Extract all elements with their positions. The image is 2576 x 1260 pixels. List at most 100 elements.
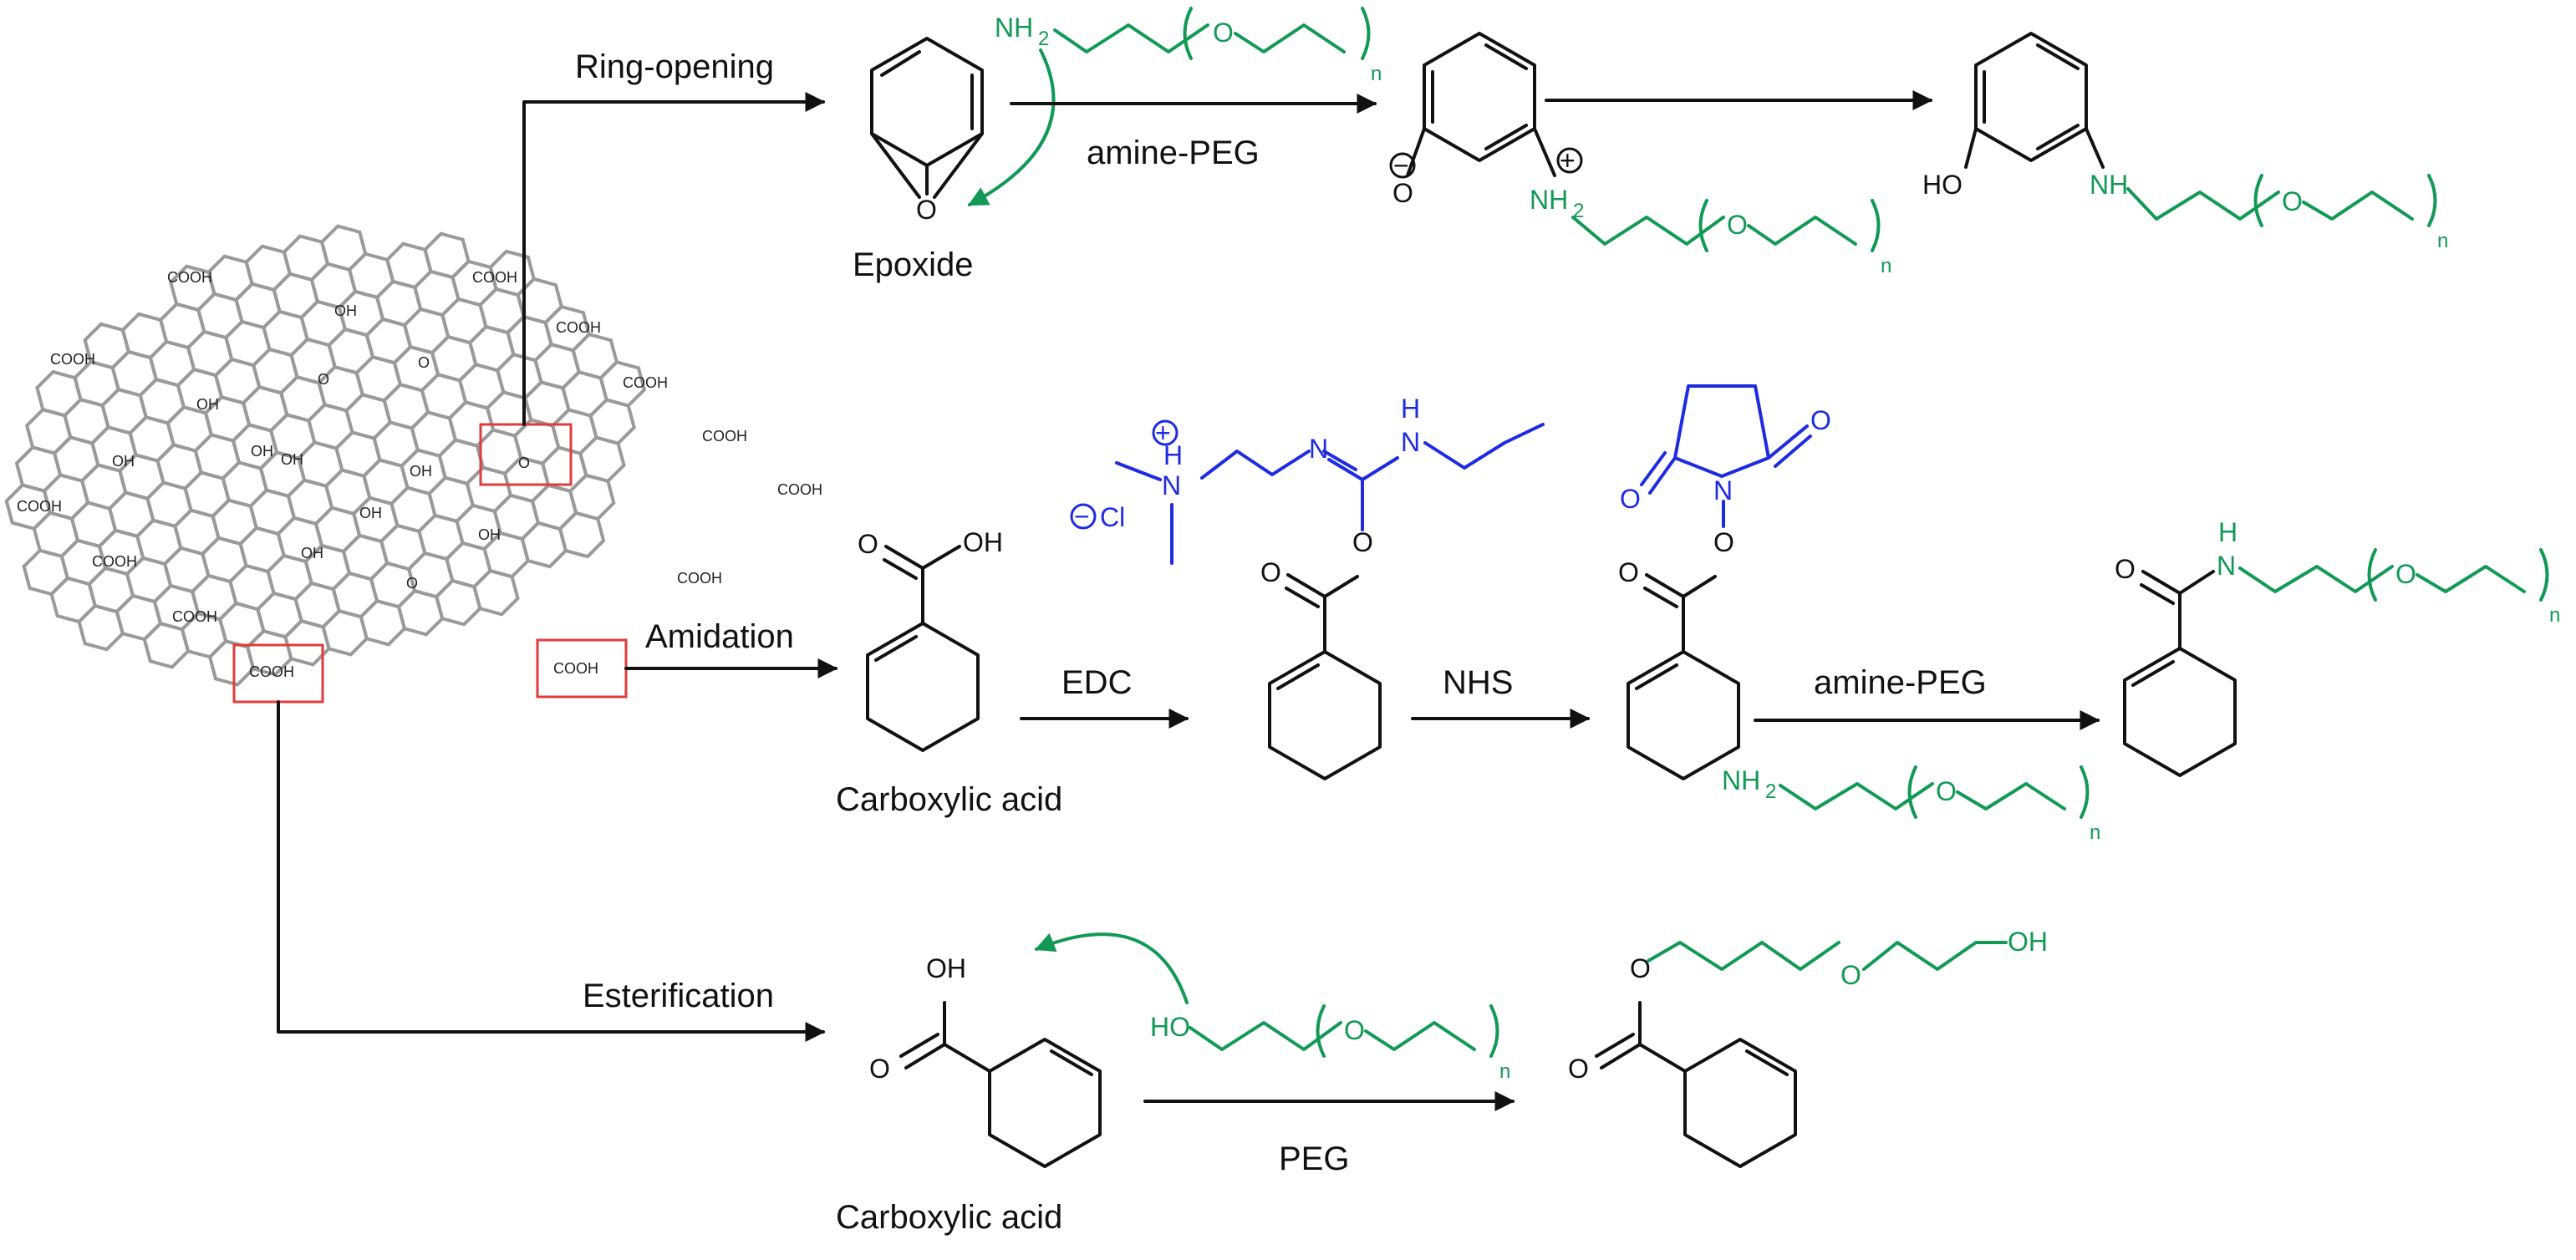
nhs-ester: O O N O O (1618, 384, 1831, 780)
esterification-route-arrow (277, 700, 826, 1042)
go-cooh-label: COOH (553, 660, 598, 677)
svg-text:O: O (2282, 186, 2303, 216)
svg-text:+: + (1155, 418, 1171, 448)
chloride-ion: Cl (1100, 502, 1125, 532)
go-oh-label: OH (334, 302, 357, 319)
amide-n: N (2217, 551, 2236, 581)
go-cooh-label: COOH (249, 663, 294, 680)
carboxylic-acid-caption-1: Carboxylic acid (836, 781, 1062, 818)
go-cooh-label: COOH (702, 428, 747, 445)
svg-text:O: O (1936, 776, 1957, 806)
carboxylic-acid-caption-2: Carboxylic acid (836, 1199, 1062, 1236)
svg-text:O: O (2115, 554, 2136, 584)
svg-text:2: 2 (1765, 780, 1776, 803)
cyclohexene-ring-6 (1683, 1038, 1797, 1168)
svg-text:2: 2 (1573, 200, 1584, 222)
peg-label: PEG (1279, 1141, 1349, 1177)
cyclohexene-ring-2 (1268, 650, 1382, 780)
nhs-label: NHS (1443, 664, 1513, 701)
carboxylic-acid-2: OH O Carboxylic acid (836, 953, 1102, 1236)
svg-text:O: O (1213, 18, 1234, 48)
cyclohexene-ring-1 (866, 622, 980, 752)
svg-text:n: n (2549, 604, 2560, 627)
epoxide-ring (870, 37, 984, 167)
graphene-lattice (4, 224, 647, 687)
graphene-hexagon (557, 511, 606, 559)
go-o-label: O (406, 575, 418, 592)
cyclohexene-ring-4 (2123, 647, 2237, 777)
ester-product: O O O OH (1568, 927, 2048, 1168)
peg-hydroxyl: HO (1150, 1012, 1190, 1042)
svg-text:−: − (1074, 501, 1090, 531)
svg-text:O: O (1352, 527, 1373, 557)
epoxide-structure: O Epoxide (853, 37, 984, 283)
positive-charge: + (1560, 145, 1576, 175)
amine-peg-reagent-2: NH 2 O n (1722, 765, 2100, 844)
svg-text:N: N (1401, 427, 1420, 457)
go-o-label: O (318, 371, 329, 388)
edc-label: EDC (1061, 664, 1132, 701)
route-amidation: Amidation (624, 618, 838, 678)
go-o-label: O (418, 354, 430, 371)
svg-text:H: H (2218, 517, 2237, 547)
carbodiimide-n: N (1309, 434, 1328, 464)
svg-text:O: O (858, 529, 878, 559)
go-cooh-label: COOH (472, 269, 517, 286)
svg-text:O: O (1568, 1054, 1589, 1084)
go-cooh-label: COOH (167, 269, 212, 286)
go-oh-label: OH (410, 463, 432, 480)
route-ring-opening: Ring-opening (522, 48, 826, 426)
amine-peg-label-2: amine-PEG (1814, 664, 1987, 701)
amidation-label: Amidation (645, 618, 794, 655)
succinimide-n: N (1713, 475, 1733, 506)
svg-text:n: n (2437, 230, 2448, 252)
svg-text:H: H (1401, 394, 1420, 424)
go-cooh-label: COOH (623, 374, 668, 391)
succinimide-ring (1673, 384, 1770, 478)
go-cooh-label: COOH (50, 351, 95, 368)
amine-peg-label-1: amine-PEG (1087, 135, 1260, 171)
svg-text:n: n (1499, 1060, 1510, 1083)
go-cooh-label: COOH (556, 319, 601, 336)
svg-text:O: O (2395, 559, 2416, 589)
negative-charge: − (1393, 150, 1409, 180)
svg-text:O: O (1344, 1015, 1365, 1045)
route-esterification: Esterification (277, 700, 826, 1042)
graphene-functional-groups: COOH COOH COOH COOH COOH COOH COOH COOH COOH COOH… (17, 269, 822, 680)
svg-text:O: O (1260, 557, 1281, 587)
amine-peg-reagent-1: NH 2 O n (967, 7, 1382, 206)
go-oh-label: OH (281, 451, 303, 468)
svg-text:H: H (1163, 440, 1183, 470)
nucleophilic-attack-arrow (967, 48, 1056, 206)
go-oh-label: OH (478, 526, 501, 543)
esterification-attack-arrow (1034, 932, 1189, 1004)
graphene-hexagon (472, 568, 520, 617)
go-oh-label: OH (251, 443, 273, 460)
ring-opening-route-arrow (522, 92, 826, 426)
zwitterion-intermediate: O − NH 2 + O n (1389, 32, 1891, 277)
amide-product: O N H O n (2115, 517, 2560, 777)
go-oh-label: OH (112, 453, 135, 470)
svg-text:OH: OH (963, 527, 1003, 557)
terminal-hydroxyl: OH (2008, 927, 2048, 957)
ring-opening-label: Ring-opening (575, 48, 774, 85)
peg-reagent: HO O n (1034, 932, 1510, 1083)
cyclohexene-ring-3 (1627, 650, 1740, 780)
svg-text:O: O (1840, 960, 1861, 990)
svg-text:2: 2 (1038, 28, 1049, 50)
carboxylic-acid-1: O OH Carboxylic acid (836, 527, 1062, 818)
go-cooh-label: COOH (172, 608, 217, 625)
go-o-label: O (518, 455, 530, 471)
svg-text:O: O (1727, 210, 1748, 240)
go-oh-label: OH (359, 505, 382, 521)
amino-phenol-product: HO NH O n (1922, 32, 2448, 252)
go-cooh-label: COOH (92, 553, 137, 570)
svg-text:n: n (1371, 63, 1382, 85)
edc-intermediate: O O N N H N H + − Cl (1070, 394, 1545, 780)
svg-text:NH: NH (1722, 765, 1760, 795)
graphene-oxide-sheet: COOH COOH COOH COOH COOH COOH COOH COOH COOH COOH… (4, 224, 822, 704)
product-ring (1974, 32, 2088, 162)
intermediate-ring (1423, 32, 1536, 162)
